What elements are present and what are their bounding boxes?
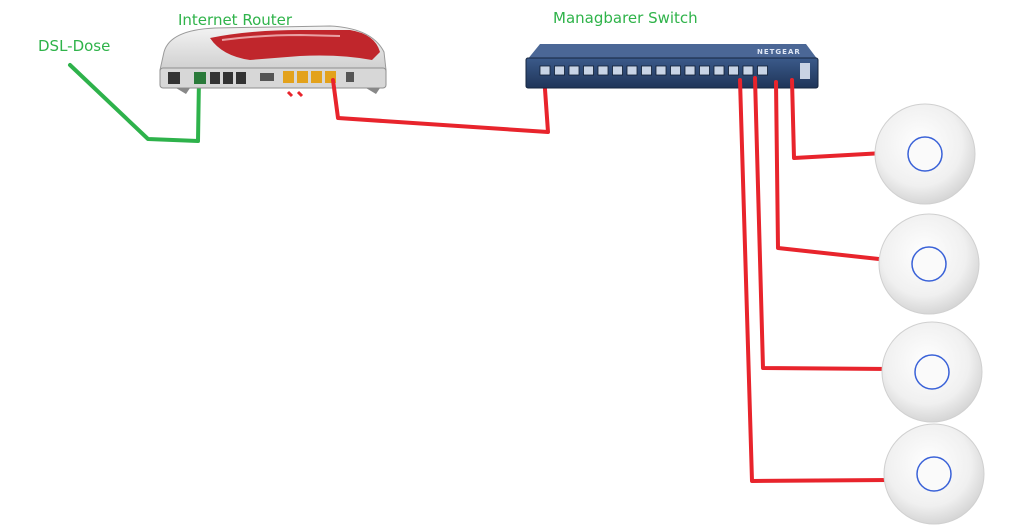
switch-port [568,65,580,76]
router-icon [159,25,387,98]
access-point-icon [878,213,980,315]
switch-port [670,65,681,76]
switch-port [554,65,565,76]
switch-ap-cable-4 [738,78,895,483]
switch-port [757,65,768,76]
switch-port [597,65,609,76]
dsl-label: DSL-Dose [38,37,111,55]
switch-port-group [539,65,768,76]
access-point-icon [881,321,983,423]
switch-ap-cable-1 [790,78,886,160]
switch-port [641,65,652,76]
switch-port [742,65,754,76]
dsl-cable [68,63,201,143]
network-switch-icon: NETGEAR [525,44,819,89]
switch-port [612,65,623,76]
switch-port [539,65,551,76]
switch-port [713,65,725,76]
switch-port [728,65,739,76]
router-label: Internet Router [178,11,293,29]
switch-port [626,65,638,76]
switch-ap-cable-3 [753,76,892,371]
switch-port [684,65,696,76]
switch-port [699,65,710,76]
switch-port [583,65,594,76]
switch-port [655,65,667,76]
switch-label: Managbarer Switch [553,9,698,27]
switch-brand-text: NETGEAR [757,48,801,56]
access-point-icon [874,103,976,205]
access-point-icon [883,423,985,525]
switch-ap-cable-2 [774,80,890,262]
router-switch-cable [331,73,550,134]
